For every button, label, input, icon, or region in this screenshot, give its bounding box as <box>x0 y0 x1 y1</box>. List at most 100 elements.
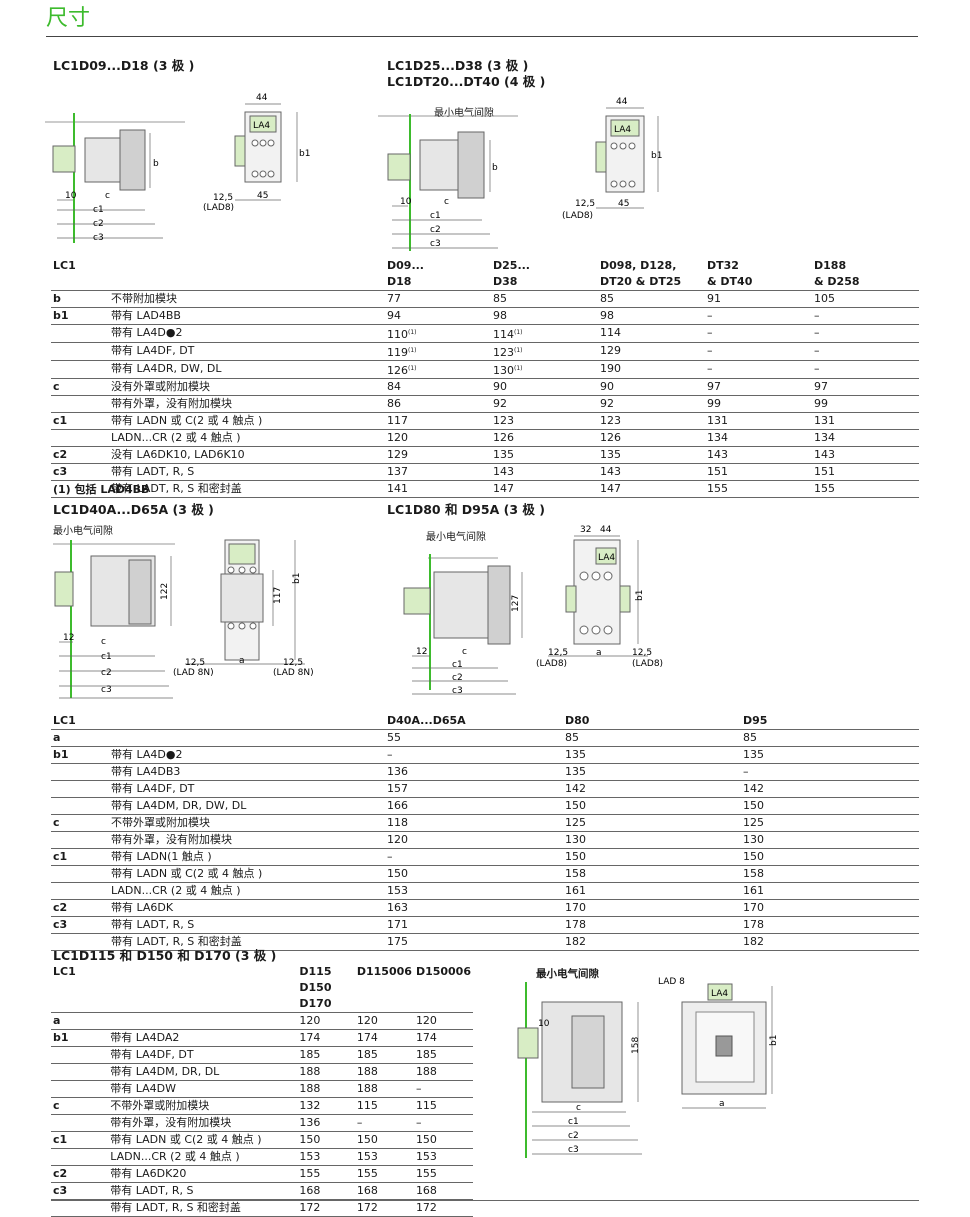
row-description: 没有 LA6DK10, LAD6K10 <box>109 446 385 464</box>
value-cell: 91 <box>705 290 812 308</box>
value-cell: 92 <box>491 395 598 413</box>
header-cell <box>414 980 473 996</box>
row-description: 带有 LADT, R, S 和密封盖 <box>108 1199 298 1217</box>
value-cell: 94 <box>385 307 491 325</box>
header-cell: D170 <box>297 996 355 1013</box>
dim-44: 44 <box>616 97 628 107</box>
value-cell: 185 <box>354 1046 414 1064</box>
value-cell: 92 <box>598 395 705 413</box>
value-cell: 161 <box>563 882 741 900</box>
header-cell: D09... <box>387 259 424 272</box>
row-description: 带有 LA4DA2 <box>108 1029 298 1047</box>
value-cell: 150 <box>741 797 919 815</box>
dim-la4: LA4 <box>253 121 270 131</box>
value-cell: 114(1) <box>491 324 598 343</box>
value-cell: 150 <box>297 1131 355 1149</box>
dim-12: 12 <box>416 647 427 657</box>
footnote-mark: (1) <box>514 347 523 354</box>
row-description <box>108 1012 298 1030</box>
header-cell <box>108 964 297 980</box>
min-clearance-caption-4: 最小电气间隙 <box>536 968 599 980</box>
value-cell: 150 <box>354 1131 414 1149</box>
value-cell: 125 <box>563 814 741 832</box>
row-key: c1 <box>51 848 109 866</box>
header-cell: D150006 <box>415 965 471 978</box>
row-key <box>51 1046 109 1064</box>
value-cell: 172 <box>354 1199 414 1217</box>
value-cell: 185 <box>297 1046 355 1064</box>
dim-lad8: (LAD8) <box>562 211 593 221</box>
value-cell: 150 <box>563 848 741 866</box>
value-cell: 130(1) <box>491 360 598 379</box>
value-cell: 150 <box>413 1131 473 1149</box>
dim-45: 45 <box>257 191 268 201</box>
row-key: c2 <box>51 446 109 464</box>
dim-lad8n-right: (LAD 8N) <box>273 668 314 678</box>
header-cell: LC1 <box>51 713 109 730</box>
section-title-d80-d95a: LC1D80 和 D95A (3 极 ) <box>387 502 545 517</box>
value-cell: 188 <box>297 1063 355 1081</box>
value-cell: 77 <box>385 290 491 308</box>
value-cell: 147 <box>491 480 598 498</box>
header-cell <box>109 274 385 291</box>
row-key: c3 <box>51 916 109 934</box>
header-cell: DT20 & DT25 <box>598 274 705 291</box>
row-description: 带有 LA4D●2 <box>109 324 385 343</box>
row-description: 带有 LAD4BB <box>109 307 385 325</box>
dim-a: a <box>239 656 245 666</box>
dim-lad8: LAD 8 <box>658 977 685 987</box>
row-key <box>51 1199 109 1217</box>
value-cell: 190 <box>598 360 705 379</box>
row-key <box>51 797 109 815</box>
row-key <box>51 1080 109 1098</box>
row-key <box>51 360 109 379</box>
dim-c2: c2 <box>568 1131 579 1141</box>
value-cell: 85 <box>741 729 919 747</box>
value-cell: 168 <box>297 1182 355 1200</box>
value-cell: 150 <box>385 865 563 883</box>
value-cell: 153 <box>413 1148 473 1166</box>
value-cell: 182 <box>563 933 741 951</box>
min-clearance-caption-1: 最小电气间隙 <box>434 108 494 119</box>
dim-a: a <box>719 1099 725 1109</box>
dim-c: c <box>444 197 449 207</box>
row-key <box>51 882 109 900</box>
dim-b1: b1 <box>651 151 662 161</box>
value-cell: 136 <box>297 1114 355 1132</box>
dim-c2: c2 <box>430 225 441 235</box>
row-key: c2 <box>51 1165 109 1183</box>
figure-d80-d95a: 127 12 c c1 c2 c3 LA4 32 44 b1 12,5 (LAD… <box>403 525 663 696</box>
row-key: b1 <box>51 746 109 764</box>
row-key: c1 <box>51 1131 109 1149</box>
header-cell: D115006 <box>356 965 412 978</box>
value-cell: 178 <box>741 916 919 934</box>
figure-d09-d18: 10 c c1 c2 c3 b LA4 44 b1 12,5 (LAD8) 45 <box>45 93 310 243</box>
dim-c1: c1 <box>101 652 112 662</box>
value-cell: 132 <box>297 1097 355 1115</box>
value-cell: 125 <box>741 814 919 832</box>
value-cell: 188 <box>354 1063 414 1081</box>
row-description: 带有 LADN(1 触点 ) <box>109 848 385 866</box>
value-cell: 131 <box>705 412 812 430</box>
header-cell <box>355 980 414 996</box>
row-key: a <box>51 1012 109 1030</box>
row-description: 带有 LA4DB3 <box>109 763 385 781</box>
value-cell: 120 <box>297 1012 355 1030</box>
row-key <box>51 429 109 447</box>
dim-127: 127 <box>511 595 521 612</box>
value-cell: 85 <box>491 290 598 308</box>
value-cell: 166 <box>385 797 563 815</box>
section-title-d115-d170: LC1D115 和 D150 和 D170 (3 极 ) <box>53 948 277 963</box>
